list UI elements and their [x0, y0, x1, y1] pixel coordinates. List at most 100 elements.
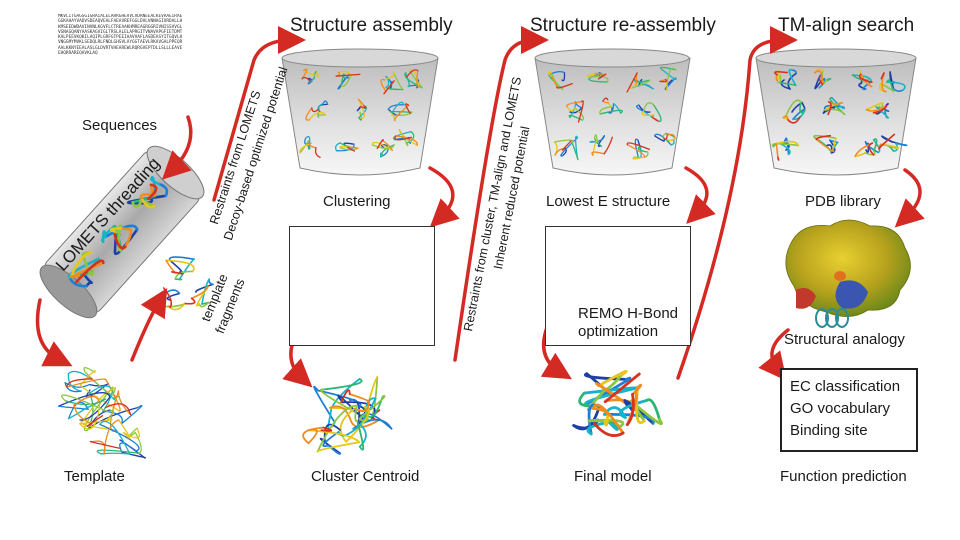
ribbon-segment: [815, 134, 832, 141]
ribbon-segment: [100, 452, 131, 455]
ribbon-segment: [308, 111, 327, 121]
ribbon-segment: [813, 134, 837, 140]
ribbon-segment: [103, 419, 120, 455]
ribbon-segment: [79, 418, 113, 425]
ribbon-segment: [58, 392, 111, 407]
ribbon-segment: [109, 227, 125, 233]
ribbon-segment: [301, 68, 308, 80]
label-final-model: Final model: [574, 468, 652, 485]
ribbon-segment: [776, 69, 781, 82]
ribbon-segment: [574, 135, 579, 159]
ribbon-segment: [61, 394, 109, 413]
ribbon-segment: [178, 258, 195, 281]
ribbon-segment: [593, 422, 625, 437]
ribbon-segment: [814, 79, 823, 90]
ribbon-segment: [872, 104, 888, 114]
ribbon-segment: [329, 405, 351, 420]
remo-label-line2: optimization: [578, 323, 659, 340]
ribbon-segment: [572, 405, 601, 431]
ribbon-segment: [339, 147, 358, 151]
ribbon-segment: [787, 72, 798, 90]
ribbon-segment: [169, 303, 186, 311]
ribbon-segment: [82, 387, 116, 422]
ribbon-segment: [73, 395, 101, 406]
ribbon-segment: [91, 440, 106, 455]
ribbon-segment: [634, 78, 655, 90]
ribbon-segment: [599, 109, 623, 115]
ribbon-segment: [641, 110, 655, 116]
ribbon-segment: [314, 147, 321, 158]
ribbon-segment: [64, 381, 91, 388]
ribbon-segment: [827, 101, 832, 116]
ribbon-segment: [603, 372, 641, 404]
ribbon-segment: [815, 138, 835, 153]
ribbon-segment: [304, 135, 311, 150]
ribbon-segment: [391, 111, 413, 117]
ribbon-segment: [301, 76, 311, 82]
ribbon-segment: [359, 105, 367, 109]
ribbon-segment: [878, 133, 896, 150]
ribbon-segment: [548, 70, 566, 76]
ribbon-segment: [340, 75, 352, 88]
ribbon-segment: [106, 409, 115, 420]
ribbon-segment: [66, 378, 93, 388]
ribbon-segment: [858, 82, 867, 90]
remo-panel: REMO H-Bond optimization: [545, 226, 691, 346]
ribbon-segment: [593, 134, 598, 142]
ribbon-segment: [851, 74, 869, 81]
ribbon-segment: [190, 285, 209, 300]
ribbon-segment: [561, 140, 572, 151]
ribbon-segment: [886, 79, 894, 92]
ribbon-segment: [406, 69, 419, 78]
ribbon-segment: [357, 98, 365, 119]
ribbon-segment: [775, 142, 779, 159]
ribbon-segment: [195, 283, 214, 293]
ribbon-segment: [86, 415, 104, 427]
ribbon-segment: [68, 276, 88, 288]
ribbon-segment: [865, 104, 888, 112]
ribbon-segment: [547, 71, 553, 78]
bucket-structure-reassembly: [534, 48, 691, 176]
ribbon-segment: [619, 399, 648, 419]
template-structure: [58, 367, 147, 459]
ribbon-segment: [777, 81, 797, 87]
threading-ribbons: [67, 175, 169, 288]
ribbon-segment: [79, 370, 96, 386]
ribbon-segment: [782, 116, 788, 120]
ribbon-segment: [602, 97, 609, 102]
ribbon-segment: [573, 107, 585, 121]
ribbon-segment: [171, 271, 184, 275]
ribbon-segment: [780, 79, 791, 90]
cluster-centroid-structure: [302, 376, 393, 455]
ribbon-segment: [854, 152, 866, 158]
ribbon-segment: [774, 70, 788, 76]
ribbon-segment: [405, 103, 411, 115]
ribbon-segment: [577, 100, 584, 123]
ribbon-segment: [79, 396, 111, 421]
ribbon-segment: [74, 259, 105, 284]
ribbon-segment: [404, 72, 411, 88]
ribbon-segment: [591, 151, 605, 156]
ribbon-segment: [305, 107, 313, 121]
ribbon-segment: [589, 76, 609, 83]
ribbon-segment: [104, 224, 139, 239]
ribbon-segment: [633, 78, 651, 83]
function-item-binding: Binding site: [790, 422, 868, 439]
ribbon-segment: [825, 77, 832, 82]
ribbon-segment: [381, 144, 395, 157]
ribbon-segment: [317, 114, 327, 118]
ribbon-segment: [784, 137, 790, 156]
bucket-structure-assembly: [281, 48, 439, 176]
ribbon-segment: [571, 142, 579, 161]
ribbon-segment: [569, 107, 583, 114]
ribbon-segment: [626, 144, 646, 158]
ribbon-segment: [82, 256, 95, 276]
ribbon-segment: [79, 403, 101, 430]
ribbon-segment: [659, 78, 668, 83]
ribbon-segment: [322, 430, 340, 448]
ribbon-segment: [392, 71, 404, 91]
ribbon-segment: [637, 145, 649, 153]
ribbon-segment: [357, 405, 366, 427]
label-pdb-library: PDB library: [805, 193, 881, 210]
label-structural-analogy: Structural analogy: [784, 331, 905, 348]
